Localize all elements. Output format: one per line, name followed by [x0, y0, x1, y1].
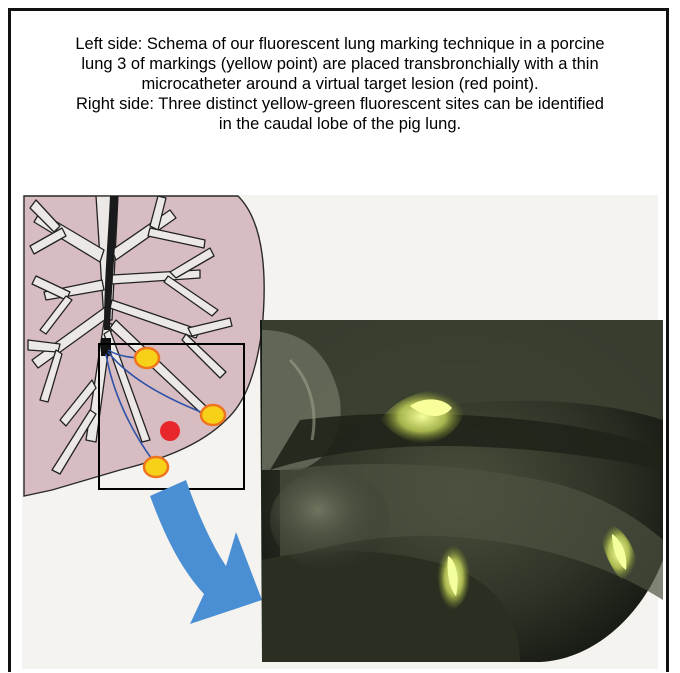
- marker-point: [135, 348, 159, 368]
- marker-point: [144, 457, 168, 477]
- endoscopic-image: [260, 320, 663, 662]
- target-lesion: [160, 421, 180, 441]
- direction-arrow: [150, 480, 262, 624]
- marker-point: [201, 405, 225, 425]
